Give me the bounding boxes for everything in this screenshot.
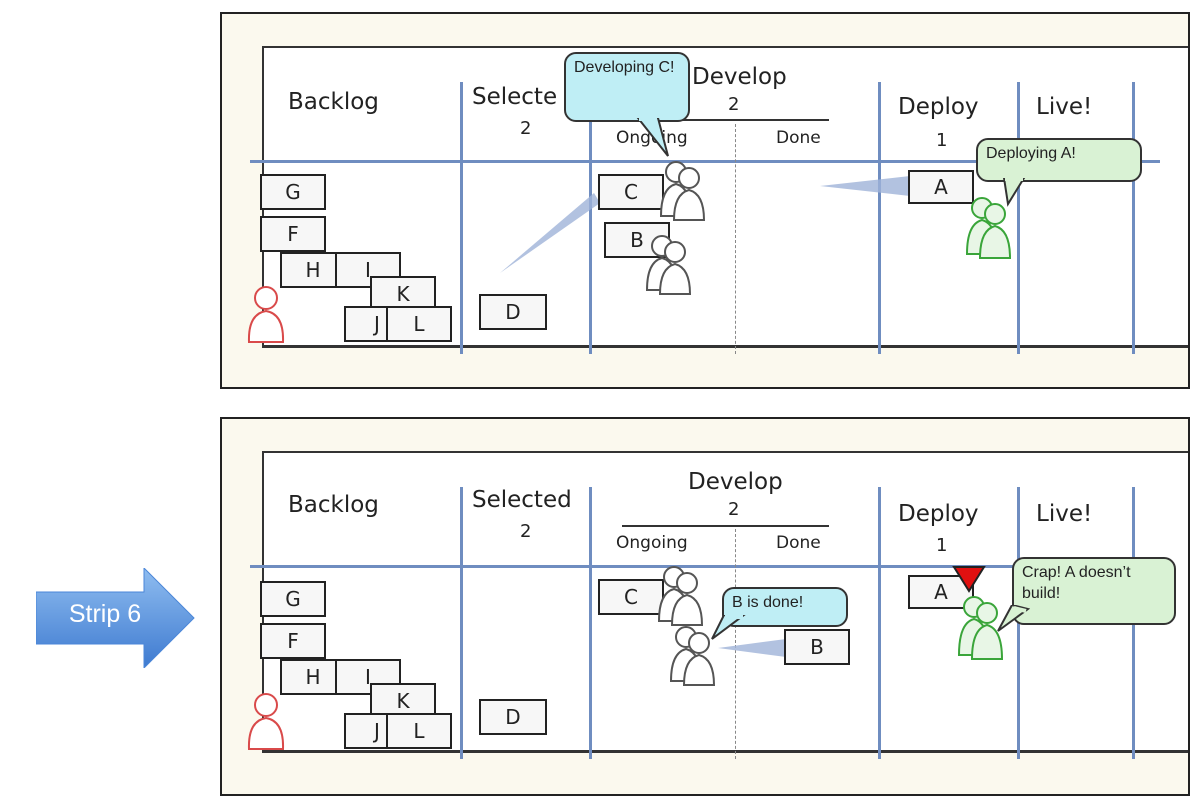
column-header-live: Live! [1036,501,1093,527]
subcolumn-ongoing: Ongoing [616,128,688,148]
column-header-develop: Develop [692,64,787,90]
column-header-backlog: Backlog [288,89,379,115]
column-divider [878,82,881,354]
wip-limit-selected: 2 [520,521,532,542]
wip-limit-selected: 2 [520,118,532,139]
ongoing-done-divider [735,529,736,759]
card-f[interactable]: F [260,216,326,252]
column-divider [460,82,463,354]
subcolumn-done: Done [776,533,821,553]
card-c[interactable]: C [598,174,664,210]
speech-bubble-tail [636,118,669,157]
develop-underline [622,119,829,121]
column-header-live: Live! [1036,94,1093,120]
card-a[interactable]: A [908,170,974,204]
speech-bubble-tail [1002,178,1026,207]
card-b[interactable]: B [784,629,850,665]
column-divider [1132,82,1135,354]
speech-bubble-tail [997,605,1030,632]
column-divider [589,487,592,759]
speech-bubble-tail [711,615,746,640]
speech-bubble-b-done: B is done! [722,587,848,627]
card-d[interactable]: D [479,699,547,735]
red-error-flag-icon [952,566,986,593]
motion-streak [820,176,910,196]
speech-bubble-crap: Crap! A doesn’t build! [1012,557,1176,625]
column-divider [878,487,881,759]
wip-limit-develop: 2 [728,94,740,115]
wip-limit-develop: 2 [728,499,740,520]
column-header-backlog: Backlog [288,492,379,518]
card-i[interactable]: I [335,252,401,288]
green-deployer-pair-icon [965,197,1012,259]
card-d[interactable]: D [479,294,547,330]
developer-pair-icon [669,626,716,686]
motion-streak [718,639,786,657]
kanban-strip-6: Backlog Selected 2 Develop 2 Ongoing Don… [220,417,1190,796]
speech-bubble-developing: Developing C! [564,52,690,122]
red-person-icon [247,693,285,750]
card-l[interactable]: L [386,713,452,749]
header-divider [250,160,1160,163]
card-g[interactable]: G [260,174,326,210]
developer-pair-icon [645,235,692,295]
ongoing-done-divider [735,124,736,354]
column-header-selected: Selected [472,487,572,513]
developer-pair-icon [659,161,706,221]
card-i[interactable]: I [335,659,401,695]
column-header-develop: Develop [688,469,783,495]
header-divider [250,565,1160,568]
green-deployer-pair-icon [957,596,1004,660]
column-divider [460,487,463,759]
kanban-strip-5: Backlog Selecte 2 Develop 2 Ongoing Done… [220,12,1190,389]
wip-limit-deploy: 1 [936,130,948,151]
subcolumn-ongoing: Ongoing [616,533,688,553]
right-arrow-icon [36,568,195,668]
strip-arrow: Strip 6 [36,568,196,668]
develop-underline [622,525,829,527]
column-header-deploy: Deploy [898,94,979,120]
column-header-selected: Selecte [472,84,558,110]
wip-limit-deploy: 1 [936,535,948,556]
card-g[interactable]: G [260,581,326,617]
column-header-deploy: Deploy [898,501,979,527]
developer-pair-icon [657,566,704,626]
card-f[interactable]: F [260,623,326,659]
strip-label: Strip 6 [68,600,142,628]
subcolumn-done: Done [776,128,821,148]
red-person-icon [247,286,285,343]
column-divider [1017,82,1020,354]
motion-streak [500,193,600,273]
column-divider [589,82,592,354]
card-l[interactable]: L [386,306,452,342]
speech-bubble-deploying: Deploying A! [976,138,1142,182]
